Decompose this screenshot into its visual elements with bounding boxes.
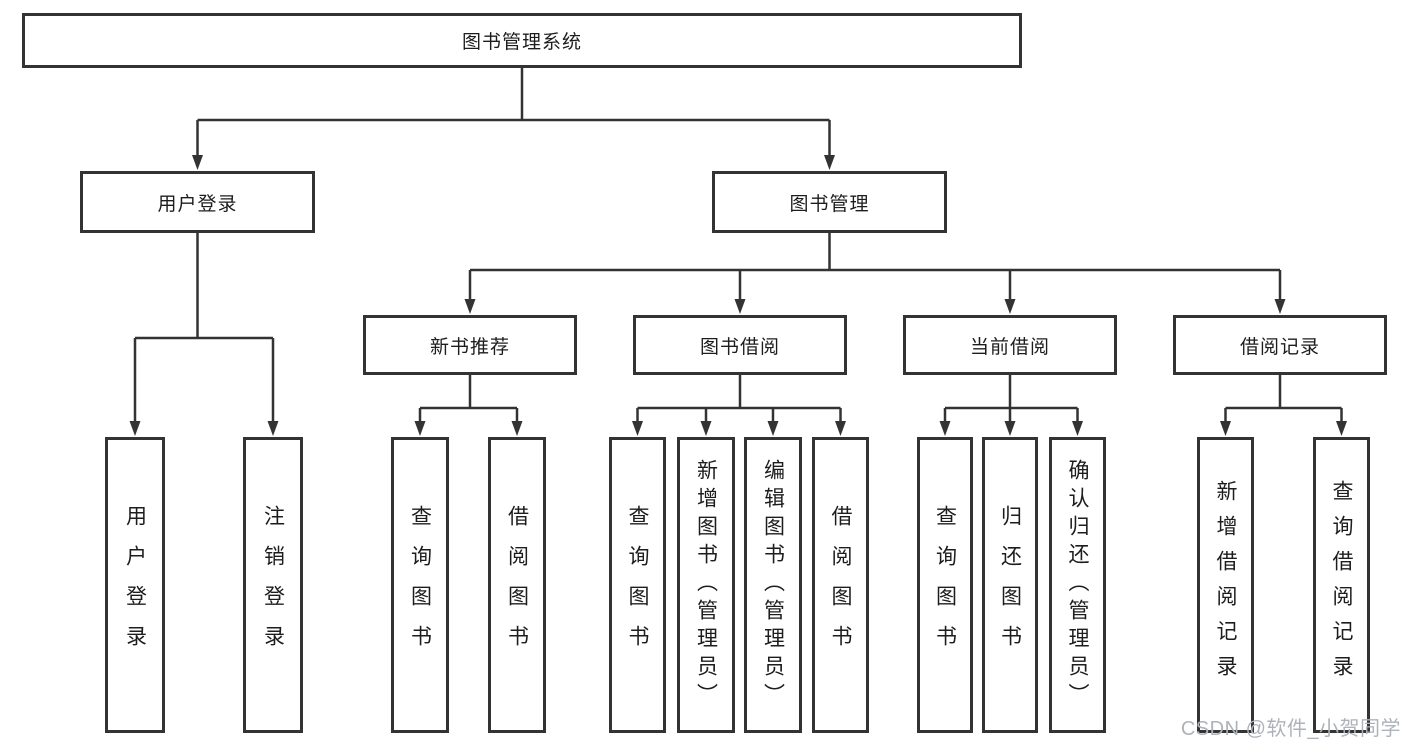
node-label: 编辑图书（管理员）	[761, 459, 785, 711]
node-leaf-recommend-borrow-books: 借阅图书	[488, 437, 546, 733]
node-label: 查询图书	[933, 505, 957, 665]
csdn-watermark: CSDN @软件_小贺同学	[1180, 718, 1401, 740]
node-leaf-current-query-books: 查询图书	[917, 437, 973, 733]
node-leaf-edit-books-admin: 编辑图书（管理员）	[744, 437, 802, 733]
node-label: 归还图书	[998, 505, 1022, 665]
node-leaf-confirm-return-admin: 确认归还（管理员）	[1049, 437, 1106, 733]
node-leaf-logout: 注销登录	[243, 437, 303, 733]
node-user-login: 用户登录	[80, 171, 315, 233]
connector-trunk-lines	[135, 68, 1342, 410]
node-book-borrowing: 图书借阅	[633, 315, 847, 375]
node-label: 新增借阅记录	[1214, 480, 1237, 690]
node-label: 借阅图书	[829, 505, 852, 665]
node-leaf-user-login: 用户登录	[105, 437, 165, 733]
node-label: 注销登录	[261, 505, 285, 665]
node-new-book-recommendation: 新书推荐	[363, 315, 577, 375]
node-leaf-add-books-admin: 新增图书（管理员）	[677, 437, 735, 733]
node-book-management: 图书管理	[712, 171, 947, 233]
node-library-management-system: 图书管理系统	[22, 13, 1022, 68]
node-label: 借阅图书	[505, 505, 529, 665]
node-leaf-return-books: 归还图书	[982, 437, 1038, 733]
connector-arrows	[129, 120, 1347, 436]
node-leaf-borrow-books: 借阅图书	[812, 437, 869, 733]
node-label: 查询图书	[626, 505, 649, 665]
node-current-borrowing: 当前借阅	[903, 315, 1117, 375]
node-leaf-recommend-query-books: 查询图书	[391, 437, 449, 733]
node-label: 确认归还（管理员）	[1066, 459, 1089, 711]
node-label: 查询图书	[408, 505, 432, 665]
node-label: 用户登录	[123, 505, 147, 665]
node-label: 查询借阅记录	[1330, 480, 1353, 690]
node-leaf-add-borrow-record: 新增借阅记录	[1197, 437, 1254, 733]
node-borrowing-records: 借阅记录	[1173, 315, 1387, 375]
node-label: 新增图书（管理员）	[694, 459, 718, 711]
node-leaf-query-borrow-record: 查询借阅记录	[1313, 437, 1370, 733]
node-leaf-borrow-query-books: 查询图书	[609, 437, 666, 733]
